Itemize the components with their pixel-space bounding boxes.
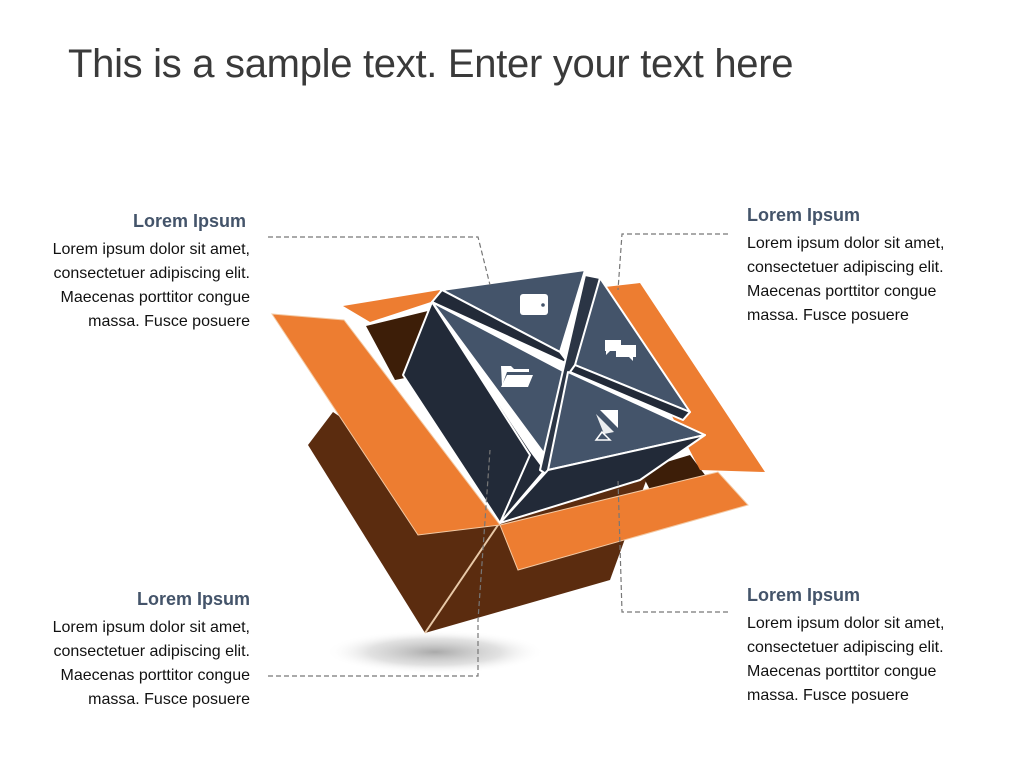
text-block-bottom-left: Lorem Ipsum Lorem ipsum dolor sit amet, … [0,588,250,712]
block-heading: Lorem Ipsum [136,589,250,609]
connector-lines [268,233,728,677]
block-heading: Lorem Ipsum [132,211,246,231]
connector-top-left [268,236,491,286]
box-shadow [325,630,545,674]
block-heading: Lorem Ipsum [747,205,861,225]
block-body: Lorem ipsum dolor sit amet, consectetuer… [52,619,250,708]
block-heading: Lorem Ipsum [747,585,861,605]
text-block-bottom-right: Lorem Ipsum Lorem ipsum dolor sit amet, … [747,584,997,708]
block-body: Lorem ipsum dolor sit amet, consectetuer… [747,615,945,704]
connector-bottom-left [268,449,491,677]
connector-top-right [617,233,728,291]
box-back-flaps [343,283,765,472]
satellite-dish-icon [594,410,618,441]
folder-icon [501,366,533,387]
block-body: Lorem ipsum dolor sit amet, consectetuer… [747,235,945,324]
text-block-top-left: Lorem Ipsum Lorem ipsum dolor sit amet, … [0,210,250,334]
text-block-top-right: Lorem Ipsum Lorem ipsum dolor sit amet, … [747,204,997,328]
box-front-flaps [271,313,749,571]
wallet-icon [520,294,548,315]
chat-bubbles-icon [605,340,636,361]
slide-title: This is a sample text. Enter your text h… [68,42,794,86]
prism-contents [402,269,706,524]
block-body: Lorem ipsum dolor sit amet, consectetuer… [52,241,250,330]
connector-bottom-right [617,479,728,613]
